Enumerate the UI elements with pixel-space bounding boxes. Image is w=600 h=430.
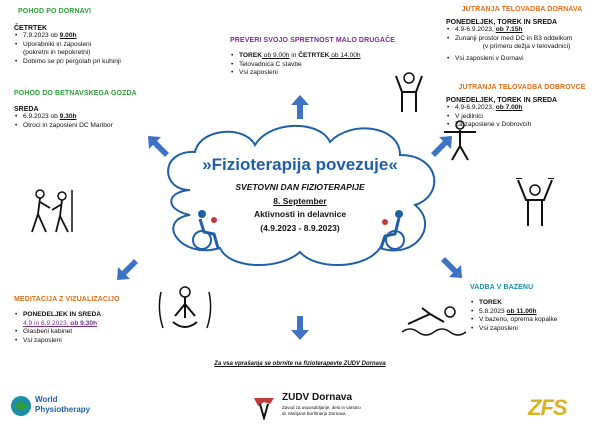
- section-telovadba-dobrovce: JUTRANJA TELOVADBA DOBROVCE PONEDELJEK, …: [446, 84, 598, 130]
- arrow-up: [291, 95, 309, 119]
- list-item: 4.9-6.9.2023, ob 7.00h: [446, 104, 598, 113]
- arrow-down: [291, 316, 309, 340]
- arrow-right-up: [431, 136, 452, 157]
- section-title: MEDITACIJA Z VIZUALIZACIJO: [14, 296, 120, 303]
- list-item-sub: 4.9 in 6.9.2023, ob 9.30h: [23, 319, 98, 327]
- section-bazen: VADBA V BAZENU TOREK 5.8.2023 ob 11.00h …: [470, 284, 598, 333]
- wheelchair-physio-icon: [192, 210, 220, 250]
- center-panel: »Fizioterapija povezuje« SVETOVNI DAN FI…: [150, 155, 450, 234]
- arms-raised-person-icon: [516, 178, 554, 226]
- swimmer-icon: [401, 306, 467, 336]
- list-item: PONEDELJEK IN SREDA: [14, 311, 184, 320]
- section-telovadba-dornava: JUTRANJA TELOVADBA DORNAVA PONEDELJEK, T…: [446, 6, 598, 63]
- list-item: Za zaposlene v Dobrovcih: [446, 121, 598, 130]
- event-date: 8. September: [273, 196, 327, 206]
- section-spretnost: PREVERI SVOJO SPRETNOST MALO DRUGAČE TOR…: [230, 37, 420, 78]
- list-item: V jedilnici: [446, 113, 598, 122]
- meditation-icon: [158, 286, 212, 329]
- list-item: Vsi zaposleni: [470, 325, 598, 334]
- main-title: »Fizioterapija povezuje«: [202, 155, 398, 174]
- zudv-emblem-icon: [254, 398, 274, 420]
- stretching-person-icon: [395, 72, 423, 112]
- list-item: TOREK: [470, 299, 598, 308]
- zfs-logo: ZFS: [528, 395, 568, 420]
- logo-text-physio: Physiotherapy: [35, 405, 91, 414]
- section-pohod-dornavi: POHOD PO DORNAVI ČETRTEK 7.9.2023 ob 9.0…: [14, 8, 174, 66]
- world-physiotherapy-logo: World Physiotherapy: [10, 393, 110, 419]
- section-day: ČETRTEK: [14, 25, 48, 32]
- list-item: Vsi zaposleni: [14, 337, 184, 346]
- cloud-shape: [167, 124, 436, 267]
- list-item: V bazenu, oprema kopalke: [470, 316, 598, 325]
- list-item: 6.9.2023 ob 9.30h: [14, 113, 174, 122]
- hiking-people-icon: [31, 189, 73, 233]
- subtitle: SVETOVNI DAN FIZIOTERAPIJE: [235, 182, 365, 192]
- zudv-name: ZUDV Dornava: [282, 392, 353, 403]
- list-item: Vsi zaposleni v Dornavi: [446, 55, 598, 64]
- section-title: PREVERI SVOJO SPRETNOST MALO DRUGAČE: [230, 37, 396, 44]
- section-day: SREDA: [14, 106, 39, 113]
- list-item: 7.9.2023 ob 9.00h: [14, 32, 174, 41]
- section-day: PONEDELJEK, TOREK IN SREDA: [446, 97, 558, 104]
- list-item: Uporabniki in zaposleni: [14, 41, 174, 50]
- globe-icon: [11, 396, 31, 416]
- list-item: 5.8.2023 ob 11.00h: [470, 308, 598, 317]
- list-item: 4.9-6.9.2023, ob 7.15h: [446, 26, 598, 35]
- list-item: Dobimo se pri pergolah pri kuhinji: [14, 58, 174, 67]
- list-item: Glasbeni kabinet: [14, 328, 184, 337]
- list-item: Vsi zaposleni: [230, 69, 420, 78]
- section-title: POHOD PO DORNAVI: [18, 8, 92, 15]
- list-item-sub: (v primeru dežja v telovadnici): [482, 43, 571, 51]
- list-item: TOREK ob 9.00h in ČETRTEK ob 14.00h: [230, 52, 420, 61]
- section-title: VADBA V BAZENU: [470, 284, 534, 291]
- wheelchair-assist-icon: [379, 210, 405, 250]
- arrow-left-up: [148, 136, 169, 157]
- logo-text-world: World: [35, 395, 58, 404]
- section-meditacija: MEDITACIJA Z VIZUALIZACIJO PONEDELJEK IN…: [14, 296, 184, 345]
- list-item: Otroci in zaposleni DC Maribor: [14, 122, 174, 131]
- section-title: POHOD DO BETNAVSKEGA GOZDA: [14, 90, 137, 97]
- zudv-subtitle-2: dr. Marijana Borštnarja Dornava: [282, 411, 346, 416]
- zudv-subtitle-1: Zavod za usposabljanje, delo in varstvo: [282, 405, 361, 410]
- section-title: JUTRANJA TELOVADBA DOBROVCE: [458, 84, 586, 91]
- arrow-right-down: [441, 257, 462, 278]
- list-item-sub: (pokretni in nepokretni): [23, 49, 91, 57]
- section-title: JUTRANJA TELOVADBA DORNAVA: [461, 6, 583, 13]
- list-item: Telovadnica C stavbe: [230, 61, 420, 70]
- zudv-logo: ZUDV Dornava Zavod za usposabljanje, del…: [250, 392, 370, 422]
- section-pohod-betnava: POHOD DO BETNAVSKEGA GOZDA SREDA 6.9.202…: [14, 90, 174, 130]
- list-item: Zunanji prostor med DC in B3 oddelkom: [446, 35, 598, 44]
- activities-label: Aktivnosti in delavnice: [253, 209, 347, 219]
- footer-note: Za vsa vprašanja se obrnite na fiziotera…: [214, 361, 386, 367]
- section-day: PONEDELJEK, TOREK IN SREDA: [446, 19, 558, 26]
- arrow-left-down: [117, 259, 138, 280]
- date-range: (4.9.2023 - 8.9.2023): [260, 223, 340, 233]
